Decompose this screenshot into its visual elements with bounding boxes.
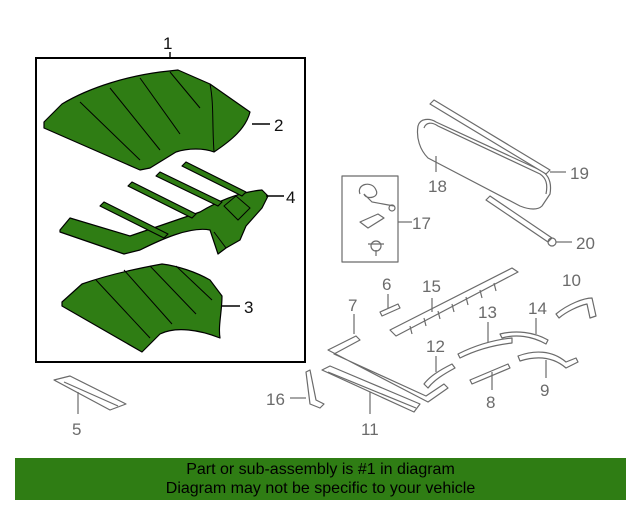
callout-6[interactable]: 6 — [382, 275, 391, 294]
footer-line-2: Diagram may not be specific to your vehi… — [165, 480, 476, 497]
part-9-seal[interactable] — [517, 351, 579, 369]
callout-19[interactable]: 19 — [570, 164, 589, 183]
part-15-rail[interactable] — [389, 267, 519, 337]
callout-3[interactable]: 3 — [244, 298, 253, 317]
part-4-roof-frame[interactable] — [59, 161, 269, 255]
part-13-seal-segment[interactable] — [457, 337, 513, 359]
callout-10[interactable]: 10 — [562, 271, 581, 290]
footer-banner: Part or sub-assembly is #1 in diagram Di… — [15, 458, 626, 500]
callout-18[interactable]: 18 — [428, 177, 447, 196]
callout-20[interactable]: 20 — [576, 234, 595, 253]
callout-11[interactable]: 11 — [361, 420, 379, 439]
part-6-small-strip[interactable] — [379, 303, 401, 317]
callout-7[interactable]: 7 — [348, 296, 357, 315]
part-12-seal-segment[interactable] — [423, 363, 456, 389]
callout-12[interactable]: 12 — [426, 337, 445, 356]
footer-line-1: Part or sub-assembly is #1 in diagram — [186, 461, 455, 478]
part-18-rear-window[interactable] — [416, 118, 552, 210]
callout-9[interactable]: 9 — [540, 381, 549, 400]
part-11-lower-strip[interactable] — [321, 365, 421, 413]
part-10-clip[interactable] — [555, 297, 597, 319]
callout-14[interactable]: 14 — [528, 299, 547, 318]
callout-4[interactable]: 4 — [286, 188, 295, 207]
callout-5[interactable]: 5 — [72, 420, 81, 439]
part-5-strip[interactable] — [53, 375, 127, 411]
part-3-roof-rear-panel[interactable] — [61, 263, 223, 353]
part-17-hardware-kit[interactable] — [341, 175, 399, 263]
callout-17[interactable]: 17 — [412, 214, 431, 233]
callout-16[interactable]: 16 — [266, 390, 285, 409]
part-2-roof-front-panel[interactable] — [43, 69, 251, 171]
part-14-seal-segment[interactable] — [499, 331, 549, 345]
part-8-strip[interactable] — [469, 363, 511, 385]
callout-15[interactable]: 15 — [422, 277, 441, 296]
callout-8[interactable]: 8 — [486, 393, 495, 412]
part-19-upper-strip[interactable] — [429, 99, 551, 175]
part-7-seal[interactable] — [327, 335, 449, 403]
part-16-bracket[interactable] — [305, 369, 325, 409]
callout-1[interactable]: 1 — [163, 34, 172, 53]
callout-2[interactable]: 2 — [274, 116, 283, 135]
parts-diagram: 1 2 4 3 5 16 — [35, 34, 597, 439]
callout-13[interactable]: 13 — [478, 303, 497, 322]
